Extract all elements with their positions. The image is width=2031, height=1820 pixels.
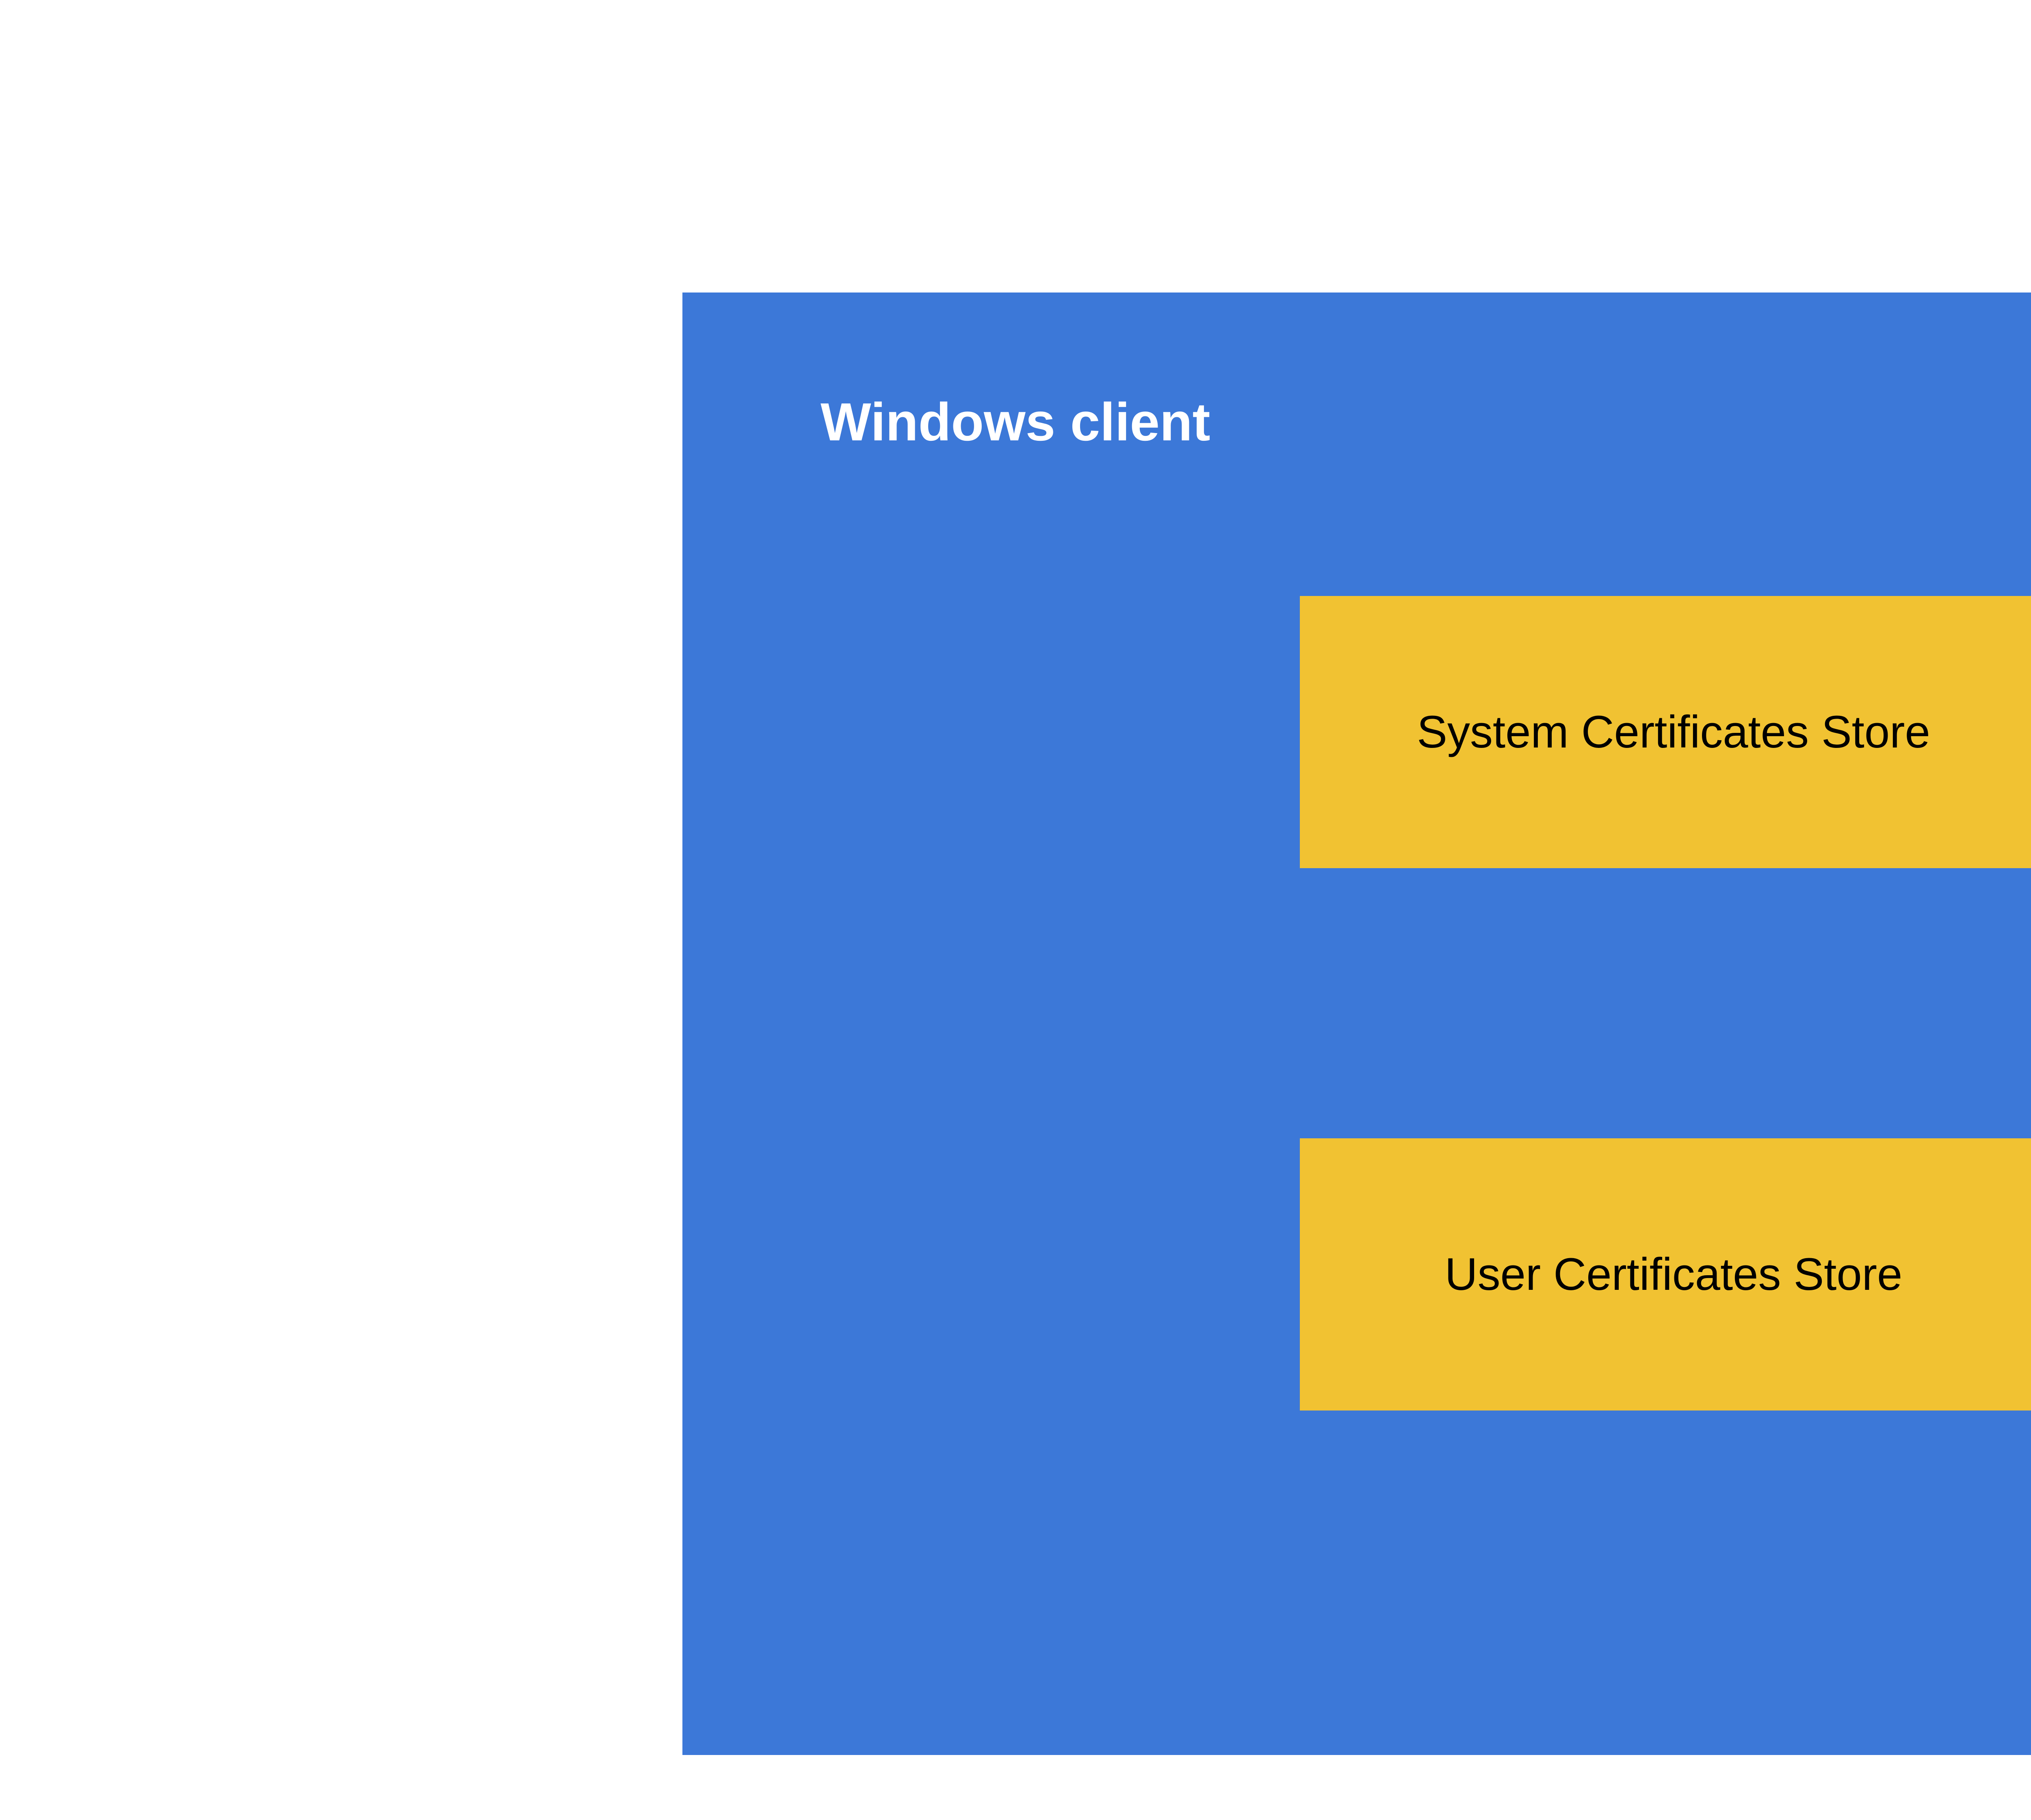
system-certificates-store-box[interactable]: System Certificates Store — [1300, 596, 2031, 868]
system-certificates-store-label: System Certificates Store — [1417, 706, 1930, 757]
windows-client-title: Windows client — [821, 392, 1210, 452]
user-certificates-store-label: User Certificates Store — [1444, 1248, 1903, 1300]
user-certificates-store-box[interactable]: User Certificates Store — [1300, 1138, 2031, 1410]
windows-client-container[interactable] — [682, 292, 2031, 1755]
